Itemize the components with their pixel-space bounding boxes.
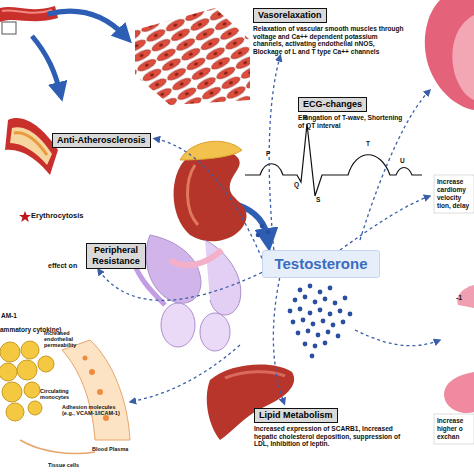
effect-description: Elongation of T-wave, Shortening of QT i…	[298, 114, 410, 129]
star-symbol	[19, 211, 31, 222]
effect-description: Relaxation of vascular smooth muscles th…	[253, 25, 405, 55]
annotation-label: Blood Plasma	[92, 446, 128, 452]
annotation-label: Increase	[437, 417, 463, 424]
vessel-wall	[62, 340, 130, 440]
annotation-label: Adhesion molecules (e.g., VCAM-1/ICAM-1)	[62, 404, 124, 416]
annotation-label: Increase	[437, 178, 463, 185]
molecule-dots	[256, 224, 353, 359]
annotation-label: exchan	[437, 433, 459, 440]
dashed-arrow	[355, 330, 440, 346]
annotation-label: Erythrocytosis	[31, 212, 84, 220]
blue-arrow	[48, 11, 125, 36]
annotation-label: velocity	[437, 194, 461, 201]
dashed-connector	[98, 269, 262, 300]
dashed-arrow	[130, 345, 240, 402]
partial-vessel	[444, 372, 474, 413]
dashed-arrow	[360, 90, 430, 240]
annotation-label: Q	[294, 181, 299, 188]
dashed-connector	[269, 55, 280, 250]
smooth-muscle-cells	[135, 8, 250, 105]
effect-heading: Vasorelaxation	[253, 8, 327, 23]
annotation-label: tion, delay	[437, 202, 469, 209]
annotation-label: T	[366, 140, 370, 147]
effect-heading: Peripheral Resistance	[86, 243, 146, 269]
annotation-label: effect on	[48, 262, 77, 270]
partial-box	[434, 175, 474, 213]
hormone-label: Testosterone	[262, 250, 380, 278]
annotation-label: -1	[456, 294, 462, 302]
annotation-label: Circulating monocytes	[40, 388, 84, 400]
artery-drawing	[0, 6, 58, 34]
kidney-drawing	[174, 141, 247, 241]
dashed-connector	[273, 278, 284, 404]
annotation-label: Increased endothelial permeability	[44, 330, 90, 348]
tissue-line	[20, 440, 95, 454]
effect-box: VasorelaxationRelaxation of vascular smo…	[253, 4, 405, 55]
blue-arrow	[32, 36, 60, 92]
annotation-label: U	[400, 157, 405, 164]
partial-box	[434, 414, 474, 444]
dashed-arrow	[340, 196, 430, 250]
heart-drawing	[425, 0, 474, 110]
dashed-connector	[154, 139, 262, 259]
effect-box: Peripheral Resistance	[86, 243, 146, 269]
effect-description: Increased expression of SCARB1, Increase…	[254, 425, 406, 448]
adipose-cells	[0, 341, 54, 421]
annotation-label: higher o	[437, 425, 463, 432]
annotation-label: R	[303, 114, 308, 121]
ecg-trace	[245, 124, 422, 196]
testes-drawing	[130, 235, 241, 351]
effect-heading: Lipid Metabolism	[254, 408, 338, 423]
effect-heading: Anti-Atherosclerosis	[52, 133, 151, 148]
effect-box: ECG-changesElongation of T-wave, Shorten…	[298, 93, 410, 129]
effect-box: Anti-Atherosclerosis	[52, 129, 154, 148]
annotation-label: cardiomy	[437, 186, 466, 193]
annotation-label: AM-1	[1, 312, 17, 319]
effect-box: Lipid MetabolismIncreased expression of …	[254, 404, 406, 448]
vessel-cross-section	[5, 118, 58, 175]
effect-heading: ECG-changes	[298, 97, 367, 112]
annotation-label: S	[316, 196, 320, 203]
hormone-box: Testosterone	[262, 250, 380, 278]
annotation-label: Tissue cells	[48, 462, 79, 468]
annotation-label: P	[266, 150, 270, 157]
